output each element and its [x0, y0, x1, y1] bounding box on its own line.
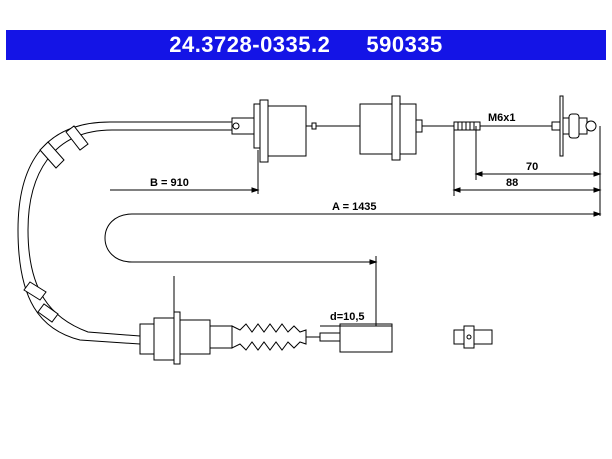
upper-adjuster: [231, 99, 360, 163]
dim-right: [452, 126, 602, 196]
lower-end-fitting: [139, 311, 393, 365]
middle-adjuster: [359, 95, 454, 161]
part-number: 24.3728-0335.2: [169, 32, 331, 57]
thread-label: M6x1: [488, 112, 516, 124]
dim-88-label: 88: [506, 177, 518, 189]
reference-number: 590335: [366, 32, 443, 57]
detail-symbol: [453, 325, 493, 349]
dim-b: [110, 150, 260, 194]
dim-b-label: B = 910: [150, 177, 189, 189]
dim-a: [104, 196, 602, 326]
dim-a-label: A = 1435: [332, 201, 377, 213]
dim-70-label: 70: [526, 161, 538, 173]
threaded-end: [453, 95, 597, 157]
dim-d: [173, 276, 392, 327]
cable-body: [17, 121, 232, 345]
dim-d-label: d=10,5: [330, 311, 365, 323]
title-bar: 24.3728-0335.2 590335: [6, 30, 606, 60]
